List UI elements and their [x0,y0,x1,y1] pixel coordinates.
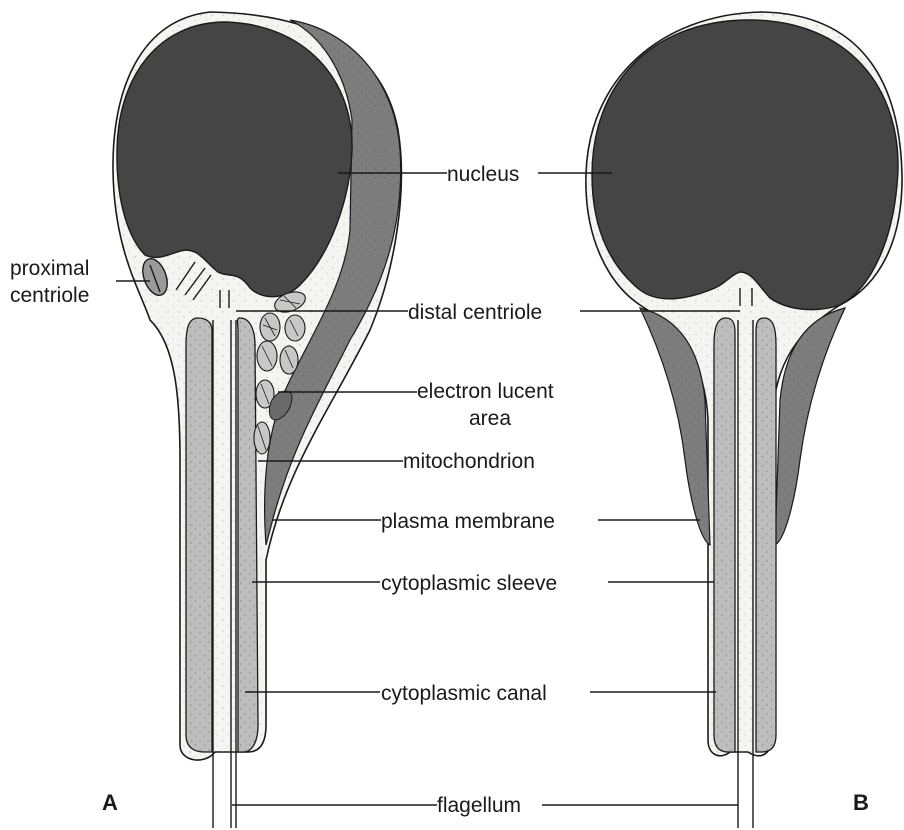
label-distal-centriole: distal centriole [408,301,542,324]
panel-a-figure [113,12,401,828]
label-flagellum: flagellum [437,794,521,817]
nucleus-a [117,22,352,297]
panel-label-a: A [102,790,118,815]
panel-label-b: B [853,790,869,815]
nucleus-b [592,20,898,310]
label-cytoplasmic-canal: cytoplasmic canal [381,682,547,705]
label-proximal: proximal [10,257,89,280]
label-nucleus: nucleus [447,163,519,186]
label-electron-lucent: electron lucent [417,380,554,403]
label-plasma-membrane: plasma membrane [381,510,555,533]
label-area: area [469,407,511,430]
label-mitochondrion: mitochondrion [403,450,535,473]
label-centriole: centriole [10,284,89,307]
panel-b-figure [586,12,902,828]
label-cytoplasmic-sleeve: cytoplasmic sleeve [381,572,557,595]
